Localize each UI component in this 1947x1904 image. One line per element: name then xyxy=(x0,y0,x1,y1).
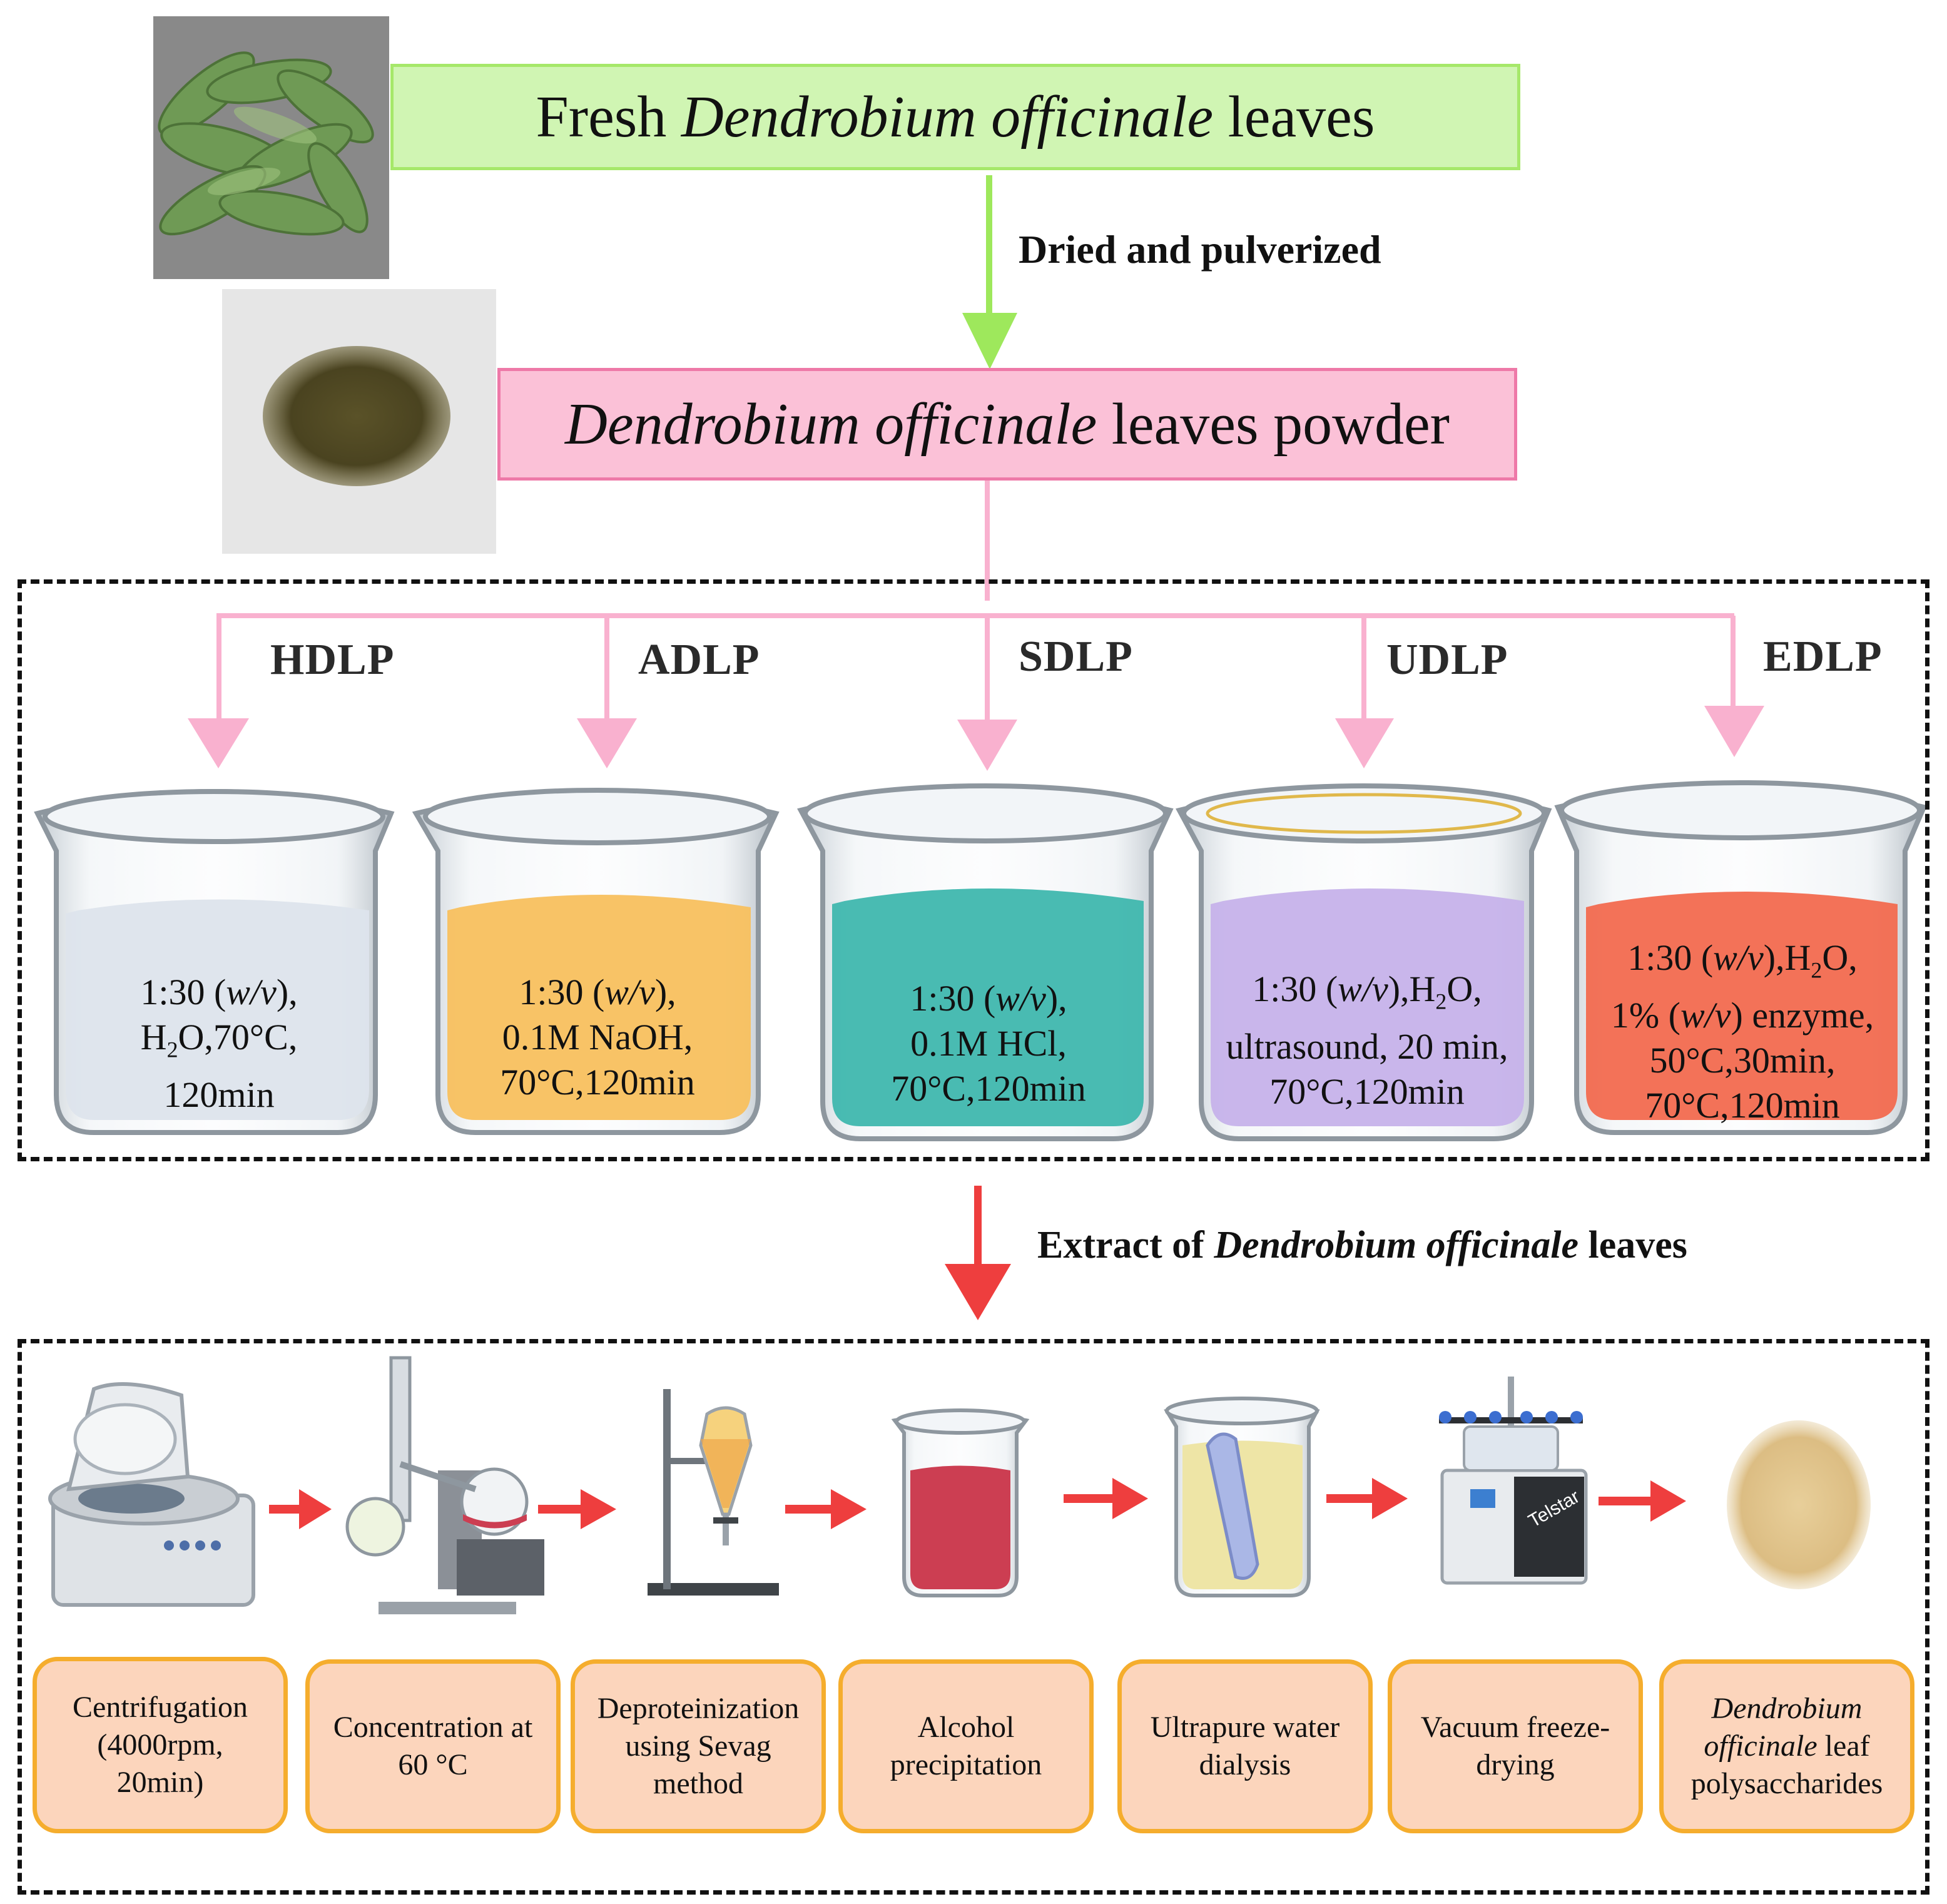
beaker-adlp xyxy=(412,788,780,1135)
extraction-methods-frame xyxy=(18,579,1929,1161)
arrow-dried-pulverized xyxy=(962,175,1017,369)
beaker-conditions-adlp: 1:30 (w/v), 0.1M NaOH, 70°C,120min xyxy=(500,972,695,1102)
beaker-edlp xyxy=(1554,780,1928,1135)
separatory-funnel-illustration xyxy=(648,1389,779,1596)
method-label-edlp: EDLP xyxy=(1763,633,1883,681)
fresh-leaves-box: Fresh Dendrobium officinale leaves xyxy=(390,64,1520,170)
beaker-udlp xyxy=(1176,783,1552,1141)
step-final-polysaccharides: Dendrobium officinale leaf polysaccharid… xyxy=(1659,1659,1914,1833)
leaves-powder-text: Dendrobium officinale leaves powder xyxy=(564,392,1450,457)
rotary-evaporator-illustration xyxy=(345,1356,544,1614)
method-label-sdlp: SDLP xyxy=(1019,633,1133,681)
extract-label: Extract of Dendrobium officinale leaves xyxy=(1037,1224,1687,1266)
leaf-powder-photo-frame xyxy=(222,289,496,554)
method-label-adlp: ADLP xyxy=(638,636,760,684)
fresh-leaves-photo-frame xyxy=(153,16,389,279)
beaker-conditions-udlp: 1:30 (w/v),H2O, ultrasound, 20 min, 70°C… xyxy=(1226,969,1508,1112)
arrow-extract xyxy=(945,1186,1011,1320)
freeze-dryer-illustration xyxy=(1439,1377,1588,1585)
step-arrows xyxy=(269,1478,1686,1529)
final-powder-illustration xyxy=(1727,1420,1871,1589)
centrifuge-illustration xyxy=(48,1382,255,1607)
leaf-powder-photo xyxy=(222,289,496,554)
fresh-leaves-photo xyxy=(153,16,389,279)
method-label-hdlp: HDLP xyxy=(270,636,395,684)
beaker-hdlp xyxy=(34,789,395,1135)
purification-frame xyxy=(18,1339,1929,1895)
alcohol-beaker-illustration xyxy=(891,1408,1030,1597)
pink-distribution-arrows xyxy=(188,476,1764,771)
step-freeze-drying: Vacuum freeze-drying xyxy=(1388,1659,1643,1833)
dialysis-beaker-illustration xyxy=(1164,1397,1320,1597)
step-centrifugation: Centrifugation(4000rpm,20min) xyxy=(33,1657,288,1833)
beaker-conditions-edlp: 1:30 (w/v),H2O, 1% (w/v) enzyme, 50°C,30… xyxy=(1610,937,1874,1126)
beaker-conditions-sdlp: 1:30 (w/v), 0.1M HCl, 70°C,120min xyxy=(891,978,1086,1109)
beaker-sdlp xyxy=(797,783,1174,1141)
fresh-leaves-text: Fresh Dendrobium officinale leaves xyxy=(536,84,1375,150)
leaves-powder-box: Dendrobium officinale leaves powder xyxy=(497,368,1517,481)
method-label-udlp: UDLP xyxy=(1386,636,1508,684)
beaker-conditions-hdlp: 1:30 (w/v), H2O,70°C, 120min xyxy=(140,972,298,1115)
step-dried-pulverized-label: Dried and pulverized xyxy=(1019,227,1381,272)
